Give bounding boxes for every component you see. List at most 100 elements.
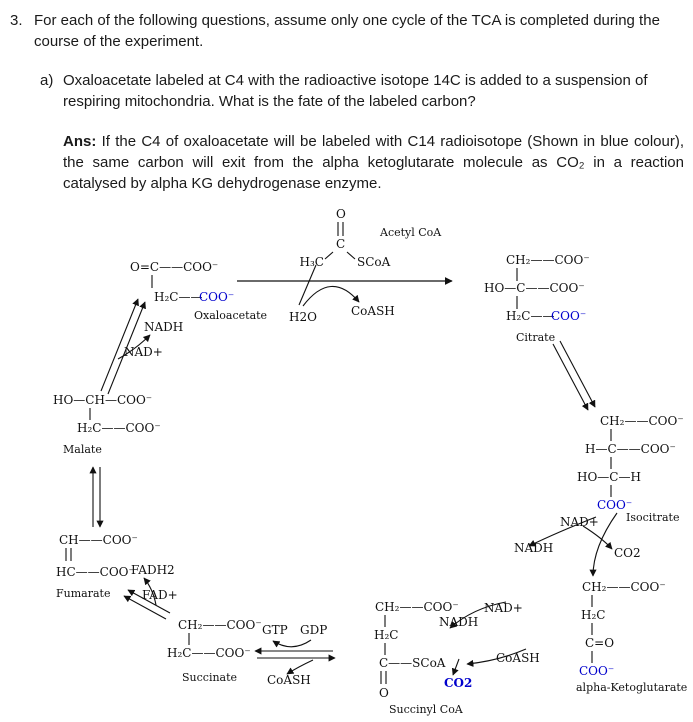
molecule-malate: HO—CH—COO⁻ H₂C——COO⁻ Malate [53, 393, 161, 456]
molecule-isocitrate: CH₂——COO⁻ H—C——COO⁻ HO—C—H COO⁻ Isocitra… [577, 414, 684, 524]
akg-labeled-coo: COO⁻ [579, 664, 614, 678]
cofactor-nad-malate: NAD+ [124, 345, 163, 359]
bond-line [324, 251, 334, 260]
cofactor-coash-akg: CoASH [496, 651, 540, 665]
molecule-succinate: CH₂——COO⁻ H₂C——COO⁻ Succinate [167, 618, 262, 684]
fumarate-row1: CH——COO⁻ [59, 533, 138, 547]
cofactor-fad: FAD+ [142, 588, 178, 602]
succinylcoa-row1: CH₂——COO⁻ [375, 600, 459, 614]
acetylcoa-c: C [336, 237, 345, 251]
answer-text: If the C4 of oxaloacetate will be labele… [63, 133, 685, 192]
co2-labeled-release: CO2 [444, 676, 472, 690]
reaction-aconitase [552, 340, 596, 411]
succinate-row1: CH₂——COO⁻ [178, 618, 262, 632]
malate-row1: HO—CH—COO⁻ [53, 393, 152, 407]
molecule-citrate: CH₂——COO⁻ HO—C——COO⁻ H₂C—— COO⁻ Citrate [484, 253, 590, 344]
question-number: 3. [10, 12, 23, 29]
molecule-label-citrate: Citrate [516, 331, 555, 344]
cofactor-gtp: GTP [262, 623, 288, 637]
cofactor-nadh-isocitrate: NADH [514, 541, 553, 555]
reaction-arrow-isocitrate-to-akg [589, 512, 618, 577]
co2-isocitrate: CO2 [614, 546, 641, 560]
oxaloacetate-labeled-coo: COO⁻ [199, 290, 234, 304]
akg-row2: H₂C [581, 608, 605, 622]
acetylcoa-scoa: SCoA [357, 255, 391, 269]
reaction-arrow-malate-to-oaa-2 [107, 301, 146, 395]
cofactor-arc-gdp-to-gtp [272, 639, 312, 648]
co2-release-arrow-iso [582, 525, 613, 550]
molecule-fumarate: CH——COO⁻ HC——COO⁻ Fumarate [56, 533, 138, 600]
molecule-label-alpha-ketoglutarate: alpha-Ketoglutarate [576, 681, 687, 694]
molecule-label-fumarate: Fumarate [56, 587, 110, 600]
acetylcoa-o: O [336, 207, 346, 221]
cofactor-fadh2: FADH2 [131, 563, 175, 577]
molecule-oxaloacetate: O=C——COO⁻ H₂C—— COO⁻ Oxaloacetate [130, 260, 267, 322]
molecule-label-succinyl-coa: Succinyl CoA [389, 703, 464, 716]
part-a-label: a) [40, 72, 54, 89]
isocitrate-row2: H—C——COO⁻ [585, 442, 676, 456]
cofactor-nadh-malate: NADH [144, 320, 183, 334]
oxaloacetate-row2: H₂C—— [154, 290, 202, 304]
succinate-row2: H₂C——COO⁻ [167, 646, 251, 660]
cofactor-coash-citrate: CoASH [351, 304, 395, 318]
reaction-arrow-citrate-to-isocitrate-2 [559, 340, 596, 408]
citrate-row3: H₂C—— [506, 309, 554, 323]
succinylcoa-row3: C——SCoA [379, 656, 446, 670]
cofactor-arc-nad-to-nadh-akg [449, 601, 507, 629]
acetylcoa-entry-line [298, 264, 317, 306]
cofactor-arc-fad-to-fadh2 [143, 577, 157, 606]
molecule-label-succinate: Succinate [182, 671, 237, 684]
malate-row2: H₂C——COO⁻ [77, 421, 161, 435]
cofactor-arc-nad-to-nadh-iso [528, 516, 597, 547]
question-block: 3. For each of the following questions, … [10, 10, 686, 194]
answer-paragraph: Ans: If the C4 of oxaloacetate will be l… [63, 131, 684, 194]
reaction-arrow-succinate-to-fumarate [127, 589, 171, 614]
akg-row1: CH₂——COO⁻ [582, 580, 666, 594]
question-intro-text: For each of the following questions, ass… [34, 12, 660, 50]
molecule-alpha-ketoglutarate: CH₂——COO⁻ H₂C C=O COO⁻ alpha-Ketoglutara… [576, 580, 687, 694]
reaction-citrate-synthase: H2O CoASH [237, 277, 453, 324]
cofactor-arc-coash-akg [466, 648, 527, 667]
reaction-isocitrate-dehydrogenase: NAD+ NADH CO2 [514, 512, 641, 577]
molecule-acetyl-coa: O C H₃C SCoA Acetyl CoA [298, 207, 442, 306]
cofactor-nadh-akg: NADH [439, 615, 478, 629]
cofactor-arc-coash-release [286, 659, 314, 675]
succinylcoa-row4: O [379, 686, 389, 700]
acetylcoa-h3c: H₃C [300, 255, 324, 269]
oxaloacetate-row1: O=C——COO⁻ [130, 260, 218, 274]
cofactor-nad-isocitrate: NAD+ [560, 515, 599, 529]
reaction-malate-dehydrogenase: NADH NAD+ [100, 298, 183, 395]
cofactor-arc-h2o-coash [302, 285, 360, 307]
question-part-a: a) Oxaloacetate labeled at C4 with the r… [40, 70, 686, 112]
akg-row3: C=O [585, 636, 614, 650]
bond-line [346, 251, 356, 260]
question-3: 3. For each of the following questions, … [10, 10, 686, 52]
fumarate-row2: HC——COO⁻ [56, 565, 135, 579]
reaction-succinate-dehydrogenase: FADH2 FAD+ [123, 563, 178, 620]
molecule-label-acetyl-coa: Acetyl CoA [379, 226, 442, 239]
molecule-label-isocitrate: Isocitrate [626, 511, 679, 524]
cofactor-h2o: H2O [289, 310, 317, 324]
molecule-label-malate: Malate [63, 443, 102, 456]
co2-release-arrow-akg [451, 658, 460, 676]
isocitrate-labeled-coo: COO⁻ [597, 498, 632, 512]
citrate-row2: HO—C——COO⁻ [484, 281, 585, 295]
isocitrate-row1: CH₂——COO⁻ [600, 414, 684, 428]
isocitrate-row3: HO—C—H [577, 470, 641, 484]
reaction-arrow-malate-to-oaa [100, 298, 139, 392]
molecule-label-oxaloacetate: Oxaloacetate [194, 309, 267, 322]
reaction-fumarase [89, 466, 104, 528]
reaction-arrow-citrate-to-isocitrate [552, 343, 589, 411]
succinylcoa-row2: H₂C [374, 628, 398, 642]
citrate-labeled-coo: COO⁻ [551, 309, 586, 323]
reaction-succinyl-coa-synthetase: GTP GDP CoASH [254, 623, 336, 687]
cofactor-nad-akg: NAD+ [484, 601, 523, 615]
cofactor-gdp: GDP [300, 623, 327, 637]
molecule-succinyl-coa: CH₂——COO⁻ H₂C C——SCoA O Succinyl CoA [374, 600, 464, 716]
reaction-akg-dehydrogenase: NAD+ NADH CoASH CO2 [439, 601, 540, 690]
citrate-row1: CH₂——COO⁻ [506, 253, 590, 267]
answer-label: Ans: [63, 133, 97, 150]
cofactor-coash-succinate: CoASH [267, 673, 311, 687]
